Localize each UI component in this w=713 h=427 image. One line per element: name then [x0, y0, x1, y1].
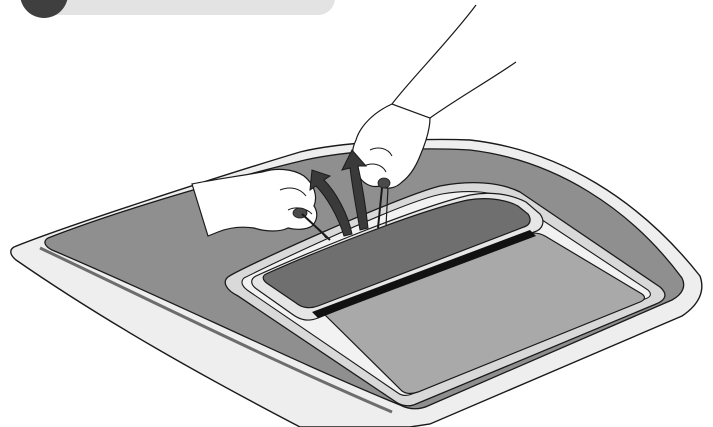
step-header — [20, 0, 335, 18]
step-bar — [40, 0, 335, 15]
step-badge — [20, 0, 68, 18]
